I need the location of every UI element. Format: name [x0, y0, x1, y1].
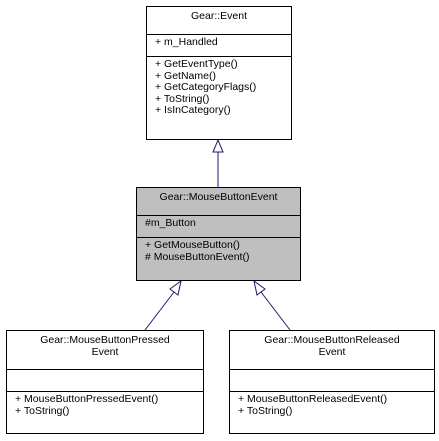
method: # MouseButtonEvent(): [145, 250, 250, 263]
methods-section: + GetEventType() + GetName() + GetCatego…: [147, 56, 291, 139]
method: + GetName(): [155, 69, 216, 82]
method: + IsInCategory(): [155, 104, 231, 116]
method: + MouseButtonPressedEvent(): [15, 393, 159, 405]
class-title: Gear::MouseButtonReleased Event: [230, 331, 434, 369]
method: + GetEventType(): [155, 58, 238, 70]
inheritance-edge-mousebuttonevent-to-event: [212, 138, 224, 187]
methods-section: + MouseButtonPressedEvent() + ToString(): [7, 391, 203, 433]
methods-section: + GetMouseButton() # MouseButtonEvent(): [137, 237, 300, 280]
attributes-section: [230, 369, 434, 391]
class-box-event[interactable]: Gear::Event + m_Handled + GetEventType()…: [146, 6, 292, 140]
methods-section: + MouseButtonReleasedEvent() + ToString(…: [230, 391, 434, 433]
method: + ToString(): [155, 92, 210, 105]
inheritance-edge-pressed-to-mousebuttonevent: [144, 279, 182, 331]
class-title-line: Gear::MouseButtonPressed: [40, 334, 170, 346]
method: + GetMouseButton(): [145, 239, 240, 251]
method: + MouseButtonReleasedEvent(): [238, 393, 388, 405]
attributes-section: + m_Handled: [147, 34, 291, 56]
class-title: Gear::MouseButtonEvent: [159, 191, 278, 203]
inheritance-edge-released-to-mousebuttonevent: [253, 279, 291, 331]
attribute: #m_Button: [145, 217, 196, 229]
class-box-mousebuttonevent[interactable]: Gear::MouseButtonEvent #m_Button + GetMo…: [136, 187, 301, 281]
method: + ToString(): [15, 404, 70, 417]
attributes-section: [7, 369, 203, 391]
class-title-line: Gear::MouseButtonReleased: [264, 334, 400, 346]
method: + GetCategoryFlags(): [155, 81, 257, 93]
class-title-line: Event: [91, 345, 119, 358]
method: + ToString(): [238, 404, 293, 417]
attributes-section: #m_Button: [137, 215, 300, 237]
class-title: Gear::Event: [190, 10, 248, 22]
class-title: Gear::MouseButtonPressed Event: [7, 331, 203, 369]
attribute: + m_Handled: [155, 36, 218, 48]
class-title-line: Event: [318, 345, 346, 358]
class-box-mousebuttonreleasedevent[interactable]: Gear::MouseButtonReleased Event + MouseB…: [229, 330, 435, 434]
class-box-mousebuttonpressedevent[interactable]: Gear::MouseButtonPressed Event + MouseBu…: [6, 330, 204, 434]
